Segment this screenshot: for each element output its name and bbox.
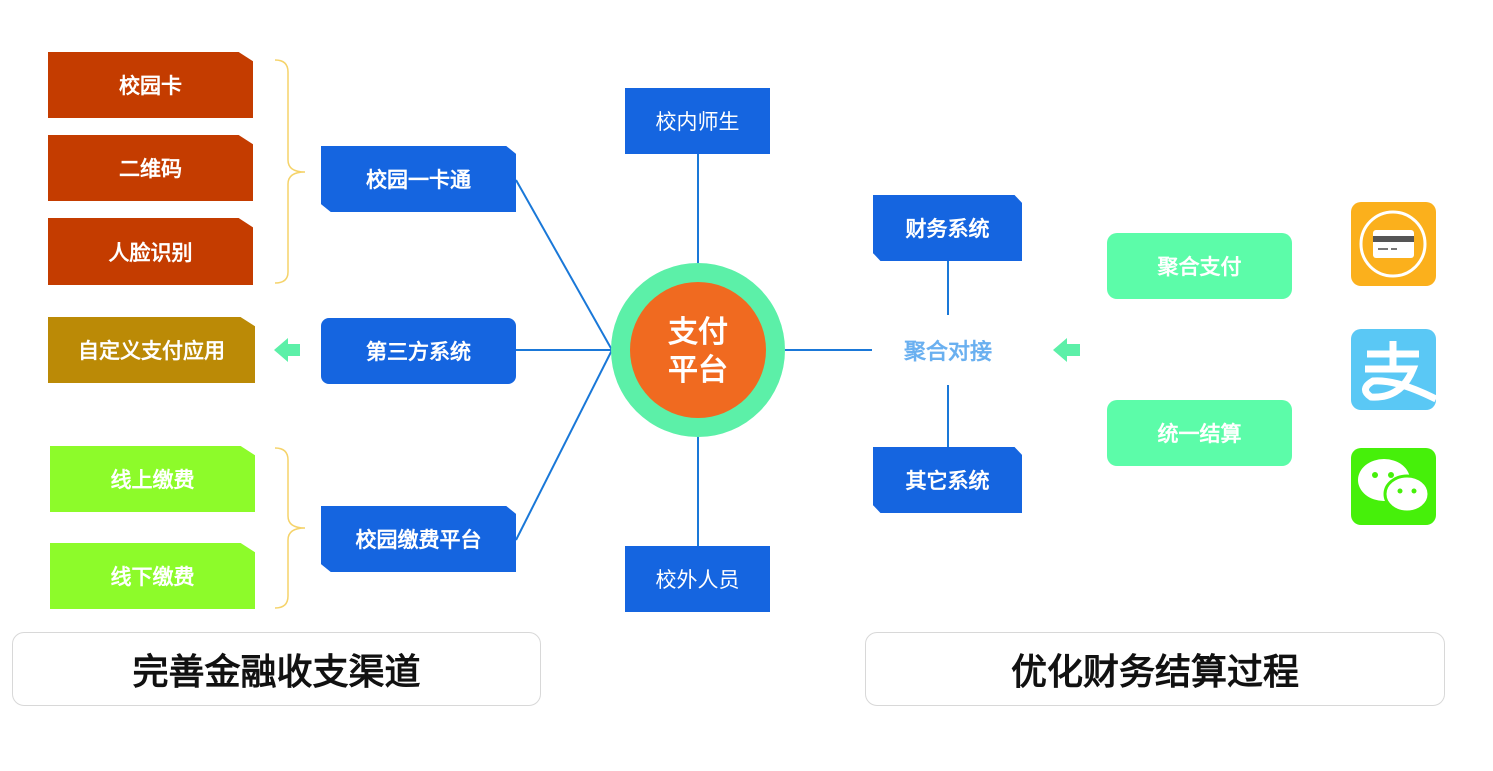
- external-people: 校外人员: [625, 546, 770, 612]
- custom-payment-app: 自定义支付应用: [48, 317, 255, 383]
- caption-right: 优化财务结算过程: [865, 632, 1445, 706]
- channel-face-recognition: 人脸识别: [48, 218, 253, 285]
- other-system: 其它系统: [873, 447, 1022, 513]
- offline-payment: 线下缴费: [50, 543, 255, 609]
- fee-platform: 校园缴费平台: [321, 506, 516, 572]
- center-core: [630, 282, 766, 418]
- third-party-system: 第三方系统: [321, 318, 516, 384]
- aggregation-connect: 聚合对接: [903, 340, 992, 365]
- wechat-icon: [1351, 448, 1436, 525]
- arrow-icon: [274, 338, 1080, 362]
- aggregated-payment: 聚合支付: [1107, 233, 1292, 299]
- campus-one-card: 校园一卡通: [321, 146, 516, 212]
- channel-campus-card: 校园卡: [48, 52, 253, 118]
- center-line-1: 支付: [668, 315, 728, 350]
- alipay-icon: [1351, 329, 1436, 410]
- finance-system: 财务系统: [873, 195, 1022, 261]
- online-payment: 线上缴费: [50, 446, 255, 512]
- unified-settlement: 统一结算: [1107, 400, 1292, 466]
- payment-platform-center: 支付 平台: [648, 312, 748, 392]
- campus-staff-students: 校内师生: [625, 88, 770, 154]
- channel-qr-code: 二维码: [48, 135, 253, 201]
- bracket: [274, 59, 306, 609]
- bank-card-icon: [1351, 202, 1436, 286]
- caption-left: 完善金融收支渠道: [12, 632, 541, 706]
- center-line-2: 平台: [668, 353, 728, 388]
